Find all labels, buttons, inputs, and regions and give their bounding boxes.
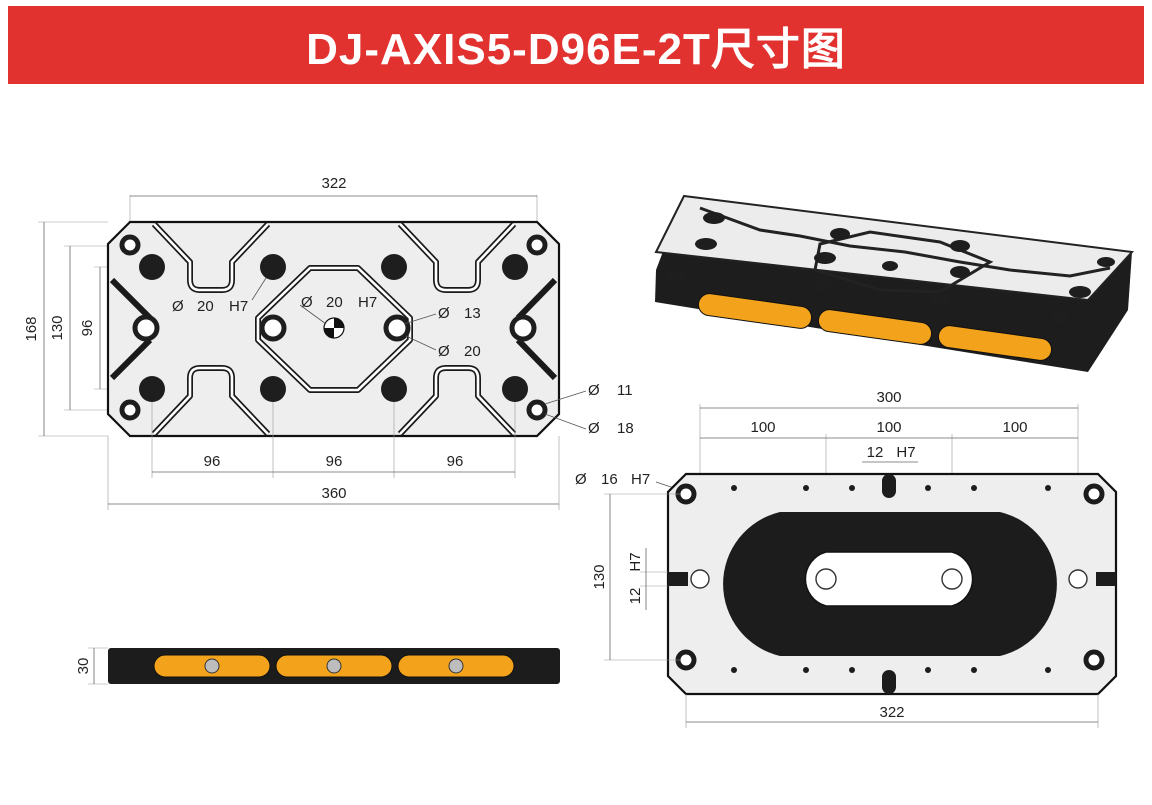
- callout-b-sym: Ø: [301, 294, 313, 311]
- callout-b-tol: H7: [358, 294, 377, 311]
- callout-a-sym: Ø: [172, 298, 184, 315]
- pitch-3: 96: [447, 453, 464, 470]
- slot-tol: H7: [896, 444, 915, 461]
- seg-1: 100: [750, 419, 775, 436]
- center-mark: [323, 317, 345, 339]
- dim-left-96: 96: [79, 320, 96, 337]
- slot-width: 12: [867, 444, 884, 461]
- callout-a-val: 20: [197, 298, 214, 315]
- seg-2: 100: [876, 419, 901, 436]
- callout-d-sym: Ø: [438, 343, 450, 360]
- pitch-1: 96: [204, 453, 221, 470]
- callout-e-val: 11: [617, 382, 633, 399]
- page-title: DJ-AXIS5-D96E-2T尺寸图: [306, 25, 846, 74]
- pin-tol: H7: [631, 471, 650, 488]
- title-banner: DJ-AXIS5-D96E-2T尺寸图: [8, 6, 1144, 84]
- callout-b-val: 20: [326, 294, 343, 311]
- side-view: 30: [75, 647, 560, 685]
- seg-3: 100: [1002, 419, 1027, 436]
- top-view: 322 168 130 96: [23, 175, 634, 510]
- callout-c-val: 13: [464, 305, 481, 322]
- callout-d-val: 20: [464, 343, 481, 360]
- dim-bottom-300: 300: [876, 389, 901, 406]
- callout-f-sym: Ø: [588, 420, 600, 437]
- side-slot-tol: H7: [627, 552, 644, 571]
- top-grooves: [109, 221, 558, 437]
- top-large-holes: [139, 254, 528, 402]
- iso-view: [654, 194, 1135, 372]
- dim-left-168: 168: [23, 316, 40, 341]
- pitch-2: 96: [326, 453, 343, 470]
- bottom-view: 300 100 100 100 12 H7 Ø 16 H7: [575, 389, 1118, 728]
- pin-sym: Ø: [575, 471, 587, 488]
- dim-left-130: 130: [49, 315, 66, 340]
- dim-bottom-130: 130: [591, 564, 608, 589]
- side-slot: 12: [627, 588, 644, 605]
- dim-top-322: 322: [321, 175, 346, 192]
- top-ring-holes: [119, 234, 548, 421]
- callout-e-sym: Ø: [588, 382, 600, 399]
- dim-bottom-322: 322: [879, 704, 904, 721]
- callout-f-val: 18: [617, 420, 634, 437]
- callout-c-sym: Ø: [438, 305, 450, 322]
- callout-a-tol: H7: [229, 298, 248, 315]
- dim-top-360: 360: [321, 485, 346, 502]
- dim-side-30: 30: [75, 658, 92, 675]
- pin-val: 16: [601, 471, 618, 488]
